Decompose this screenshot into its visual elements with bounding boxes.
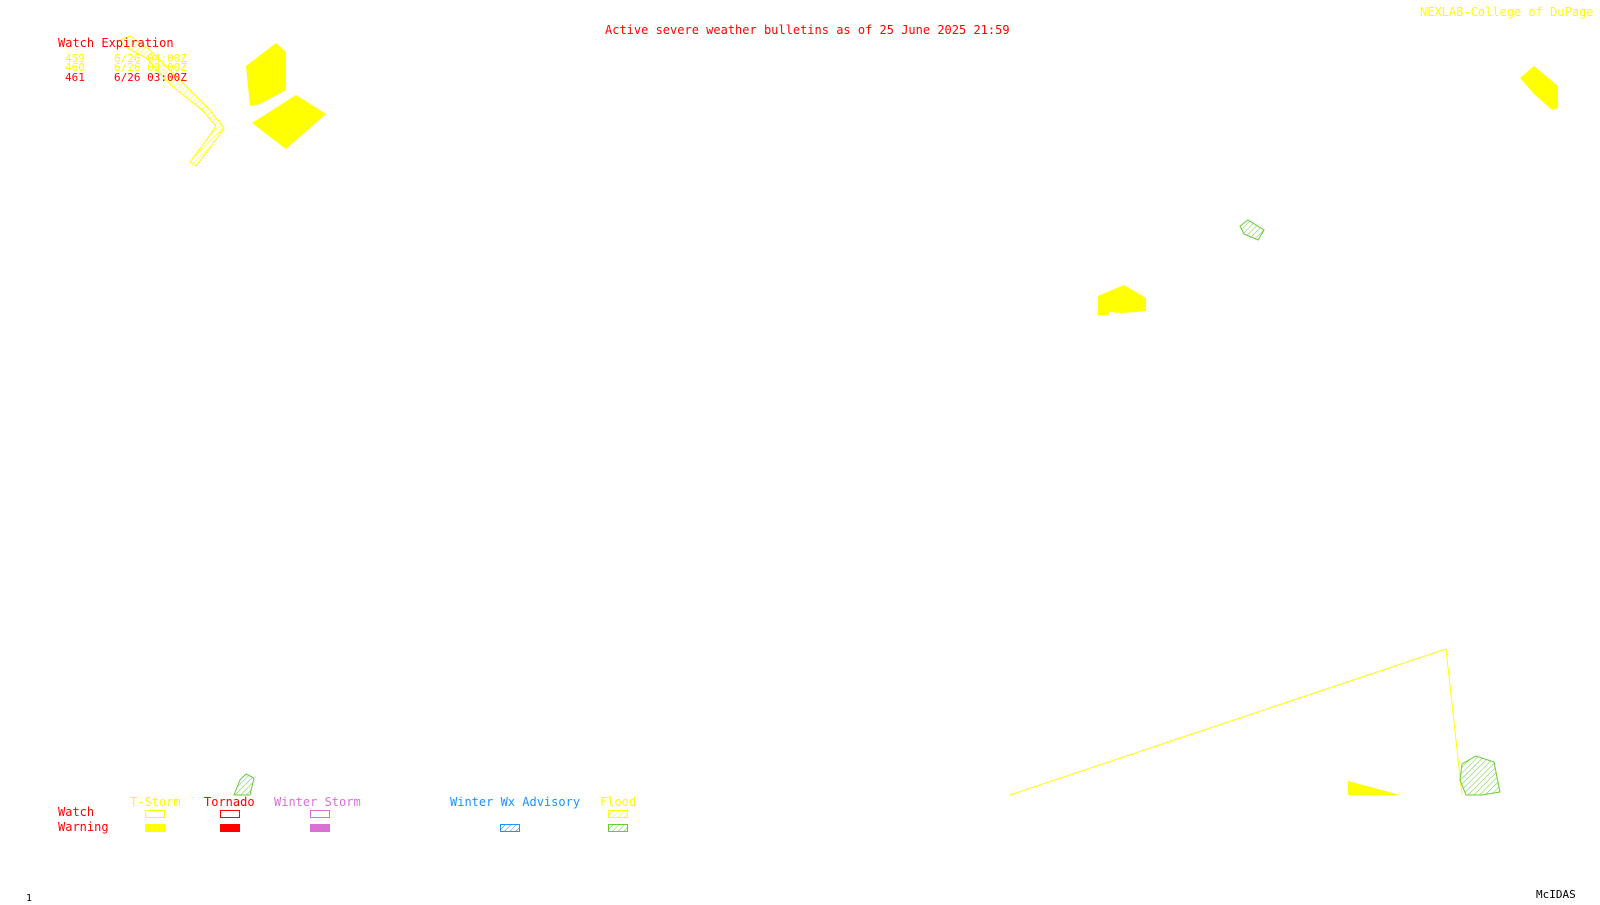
tstorm-warning-area xyxy=(1348,781,1400,795)
flood-watch-area xyxy=(119,35,225,167)
legend-row-warning: Warning xyxy=(58,820,109,834)
legend-category-label: Winter Storm xyxy=(274,795,361,809)
watch-number: 461 xyxy=(65,71,85,84)
watch-number: 459 xyxy=(65,52,85,65)
tstorm-warning-area xyxy=(246,43,286,106)
legend-category-label: Flood xyxy=(600,795,637,809)
winter-storm-watch-swatch xyxy=(310,810,330,818)
legend-row-watch: Watch xyxy=(58,805,95,819)
tstorm-warning-area xyxy=(1520,66,1558,110)
watch-expiration-time: 6/26 04:00Z xyxy=(114,52,187,65)
watch-expiration-time: 6/26 03:00Z xyxy=(114,61,187,74)
watch-number: 460 xyxy=(65,61,85,74)
flood-warning-swatch xyxy=(608,824,628,832)
watch-expiration-time: 6/26 03:00Z xyxy=(114,71,187,84)
legend-category-label: T-Storm xyxy=(130,795,181,809)
flood-warning-area xyxy=(1239,219,1265,241)
credit-label: NEXLAB-College of DuPage R xyxy=(1420,5,1600,19)
tstorm-warning-area xyxy=(1098,285,1146,315)
winter-wx-advisory-swatch xyxy=(500,824,520,832)
legend-category-label: Tornado xyxy=(204,795,255,809)
flood-warning-area xyxy=(1459,755,1501,796)
tstorm-warning-swatch xyxy=(145,824,165,832)
tornado-watch-swatch xyxy=(220,810,240,818)
legend-category-label: Winter Wx Advisory xyxy=(450,795,581,809)
tstorm-watch-swatch xyxy=(145,810,165,818)
software-label: McIDAS xyxy=(1536,888,1576,901)
winter-storm-warning-swatch xyxy=(310,824,330,832)
frame-number: 1 xyxy=(26,893,33,904)
flood-watch-swatch xyxy=(608,810,628,818)
bulletin-title: Active severe weather bulletins as of 25… xyxy=(605,23,1010,37)
tornado-warning-swatch xyxy=(220,824,240,832)
tstorm-warning-area xyxy=(252,95,326,149)
watch-expiration-heading: Watch Expiration xyxy=(58,36,174,50)
flood-warning-area xyxy=(233,773,255,796)
tstorm-watch-area xyxy=(1009,648,1463,796)
